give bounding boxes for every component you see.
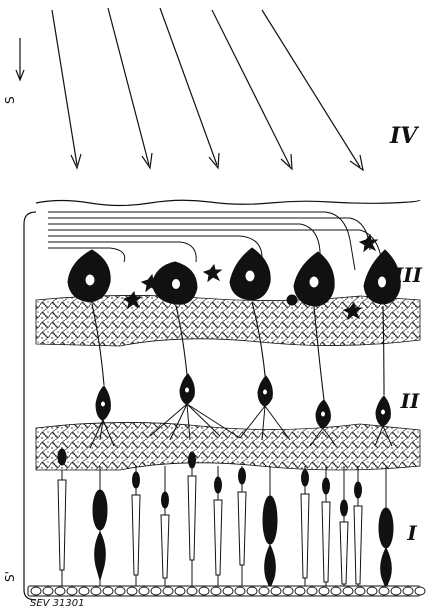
epithelial-cell: [283, 587, 293, 595]
pigment-epithelium: [28, 586, 425, 596]
epithelial-cell: [91, 587, 101, 595]
epithelial-cell: [403, 587, 413, 595]
epithelial-cell: [175, 587, 185, 595]
epithelial-cell: [391, 587, 401, 595]
epithelial-cell: [67, 587, 77, 595]
layer-label-III: III: [393, 263, 423, 287]
figure-caption: SEV 31301: [30, 598, 85, 609]
epithelial-cell: [223, 587, 233, 595]
epithelial-cell: [295, 587, 305, 595]
left-bracket: [24, 212, 36, 600]
layer-label-I: I: [406, 521, 417, 545]
epithelial-cell: [379, 587, 389, 595]
epithelial-cell: [55, 587, 65, 595]
axis-label-bottom: S': [3, 571, 17, 582]
direction-arrow: [16, 38, 24, 80]
epithelial-cell: [139, 587, 149, 595]
epithelial-cell: [163, 587, 173, 595]
layer-label-II: II: [400, 389, 420, 413]
light-arrows: [52, 8, 363, 170]
epithelial-cell: [199, 587, 209, 595]
epithelial-cell: [211, 587, 221, 595]
epithelial-cell: [259, 587, 269, 595]
epithelial-cell: [43, 587, 53, 595]
epithelial-cell: [355, 587, 365, 595]
epithelial-cell: [127, 587, 137, 595]
epithelial-cell: [331, 587, 341, 595]
epithelial-cell: [415, 587, 425, 595]
epithelial-cell: [31, 587, 41, 595]
epithelial-cell: [307, 587, 317, 595]
epithelial-cell: [343, 587, 353, 595]
outer-plexiform-layer: [36, 422, 420, 470]
epithelial-cell: [103, 587, 113, 595]
inner-limiting-membrane: [36, 200, 420, 206]
photoreceptor-fibers: [62, 466, 386, 590]
epithelial-cell: [79, 587, 89, 595]
epithelial-cell: [151, 587, 161, 595]
inner-plexiform-layer: [36, 295, 420, 346]
bipolar-cells: [96, 374, 390, 428]
epithelial-cell: [235, 587, 245, 595]
epithelial-cell: [319, 587, 329, 595]
layer-label-IV: IV: [389, 123, 419, 149]
epithelial-cell: [367, 587, 377, 595]
epithelial-cell: [271, 587, 281, 595]
axis-label-top: S: [3, 96, 17, 104]
epithelial-cell: [247, 587, 257, 595]
epithelial-cell: [115, 587, 125, 595]
epithelial-cell: [187, 587, 197, 595]
